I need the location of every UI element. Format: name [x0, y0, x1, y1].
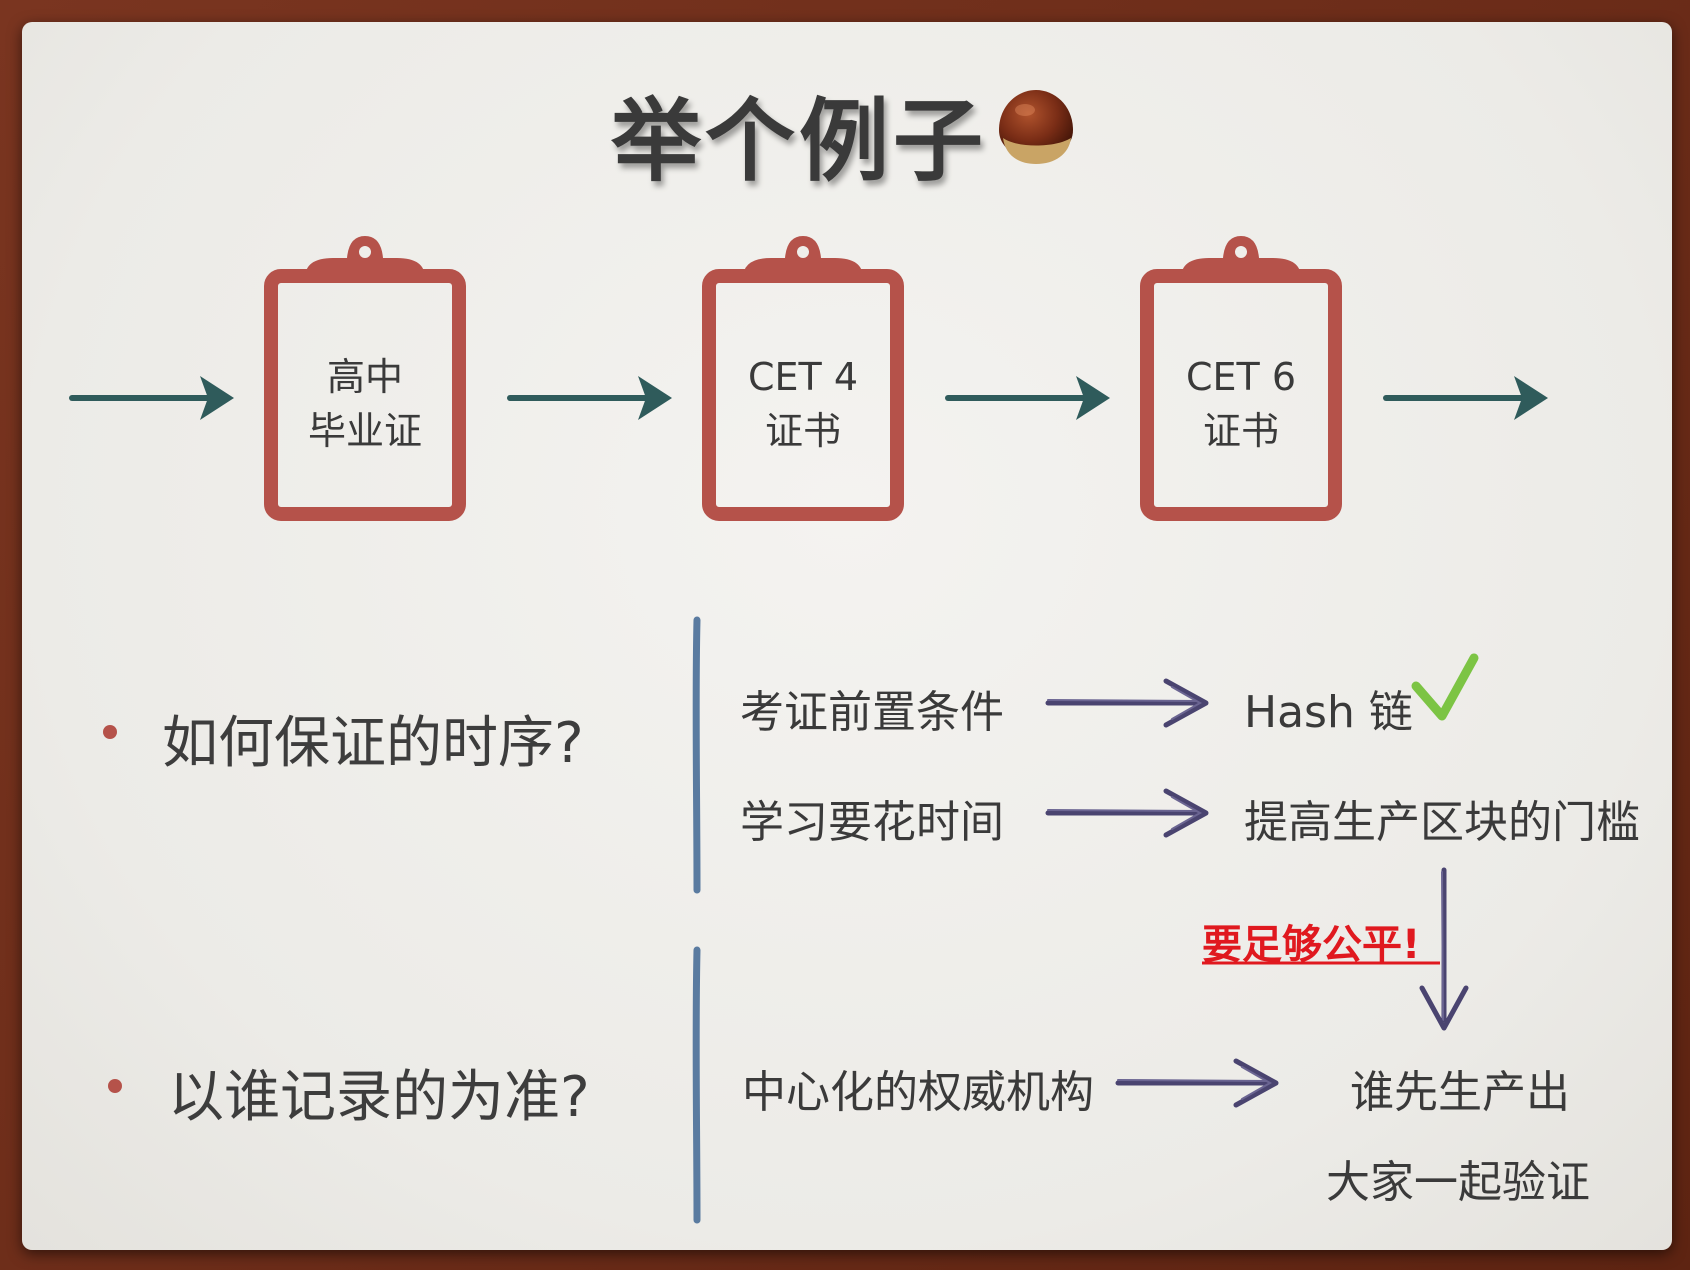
slide-title: 举个例子 — [0, 68, 1690, 198]
flow-arrow-4 — [1386, 376, 1548, 420]
clipboard-label-3-line1: CET 6 — [1185, 355, 1296, 399]
clipboard-label-3-line2: 证书 — [1202, 409, 1279, 453]
answer-row3-right1: 谁先生产出 — [1350, 1067, 1570, 1118]
sketch-arrow-3 — [1118, 1061, 1276, 1105]
clipboard-label-1-line2: 毕业证 — [307, 409, 422, 453]
clipboard-label-1-line1: 高中 — [326, 355, 403, 399]
check-mark-icon — [1411, 653, 1479, 721]
divider-bottom — [692, 946, 701, 1224]
slide-paper — [22, 22, 1672, 1250]
chestnut-icon — [993, 84, 1079, 192]
answer-row1-left: 考证前置条件 — [740, 687, 1004, 738]
answer-row3-left: 中心化的权威机构 — [742, 1067, 1094, 1118]
question-timing: 如何保证的时序? — [162, 711, 584, 776]
flow-arrow-2 — [510, 376, 672, 420]
bullet-dot-2 — [108, 1079, 122, 1093]
slide-title-text: 举个例子 — [611, 89, 987, 194]
answer-row1-right: Hash 链 — [1244, 687, 1413, 738]
clipboard-label-2-line2: 证书 — [764, 409, 841, 453]
flow-arrow-1 — [72, 376, 234, 420]
fairness-note: 要足够公平! — [1202, 922, 1421, 968]
answer-row2-right: 提高生产区块的门槛 — [1244, 797, 1640, 848]
flow-arrow-3 — [948, 376, 1110, 420]
answer-row3-right2: 大家一起验证 — [1326, 1157, 1590, 1208]
down-arrow — [1419, 867, 1469, 1031]
divider-top — [692, 616, 701, 894]
sketch-arrow-2 — [1048, 791, 1206, 835]
bullet-dot-1 — [103, 725, 117, 739]
clipboard-label-2: CET 4 证书 — [703, 350, 903, 458]
clipboard-label-3: CET 6 证书 — [1141, 350, 1341, 458]
question-authority: 以谁记录的为准? — [168, 1065, 590, 1130]
sketch-arrow-1 — [1048, 681, 1206, 725]
answer-row2-left: 学习要花时间 — [740, 797, 1004, 848]
clipboard-label-1: 高中 毕业证 — [265, 350, 465, 458]
clipboard-label-2-line1: CET 4 — [747, 355, 858, 399]
